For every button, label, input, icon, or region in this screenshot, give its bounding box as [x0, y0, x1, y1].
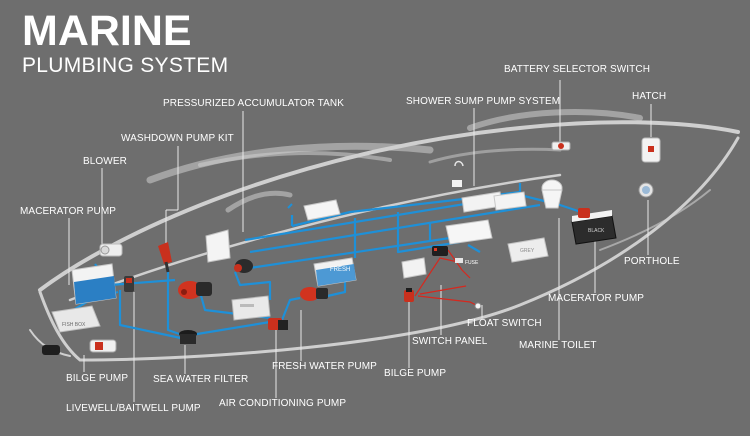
cabin-box: [401, 257, 427, 279]
bilge-pump-right-unit: [404, 288, 414, 302]
fuse-mark: FUSE: [465, 260, 479, 266]
marine-toilet-unit: [541, 179, 563, 209]
switch-panel-unit: [432, 246, 448, 256]
porthole-unit: [638, 182, 654, 198]
label-fresh-water-pump: FRESH WATER PUMP: [272, 361, 377, 372]
label-macerator-pump-right: MACERATOR PUMP: [548, 293, 645, 304]
fresh-water-pump-unit: [300, 287, 328, 301]
bilge-pump-left-unit: [42, 345, 60, 355]
label-livewell-baitwell-pump: LIVEWELL/BAITWELL PUMP: [66, 403, 201, 414]
accumulator-pump-unit: [234, 259, 253, 273]
label-battery-selector-switch: BATTERY SELECTOR SWITCH: [504, 64, 651, 75]
macerator-pump-right-unit: [578, 208, 590, 218]
washdown-hose-nozzle: [158, 242, 172, 273]
blower-unit: [99, 243, 123, 257]
label-bilge-pump-right: BILGE PUMP: [384, 368, 447, 379]
black-tank-mark: BLACK: [588, 228, 605, 234]
livewell-tank: [71, 263, 117, 305]
black-water-tank: [571, 210, 617, 245]
fresh-tank-mark: FRESH: [330, 267, 351, 273]
air-conditioning-pump-unit: [268, 318, 288, 330]
label-pressurized-accumulator-tank: PRESSURIZED ACCUMULATOR TANK: [163, 98, 344, 109]
galley-sink: [287, 199, 341, 221]
label-washdown-pump-kit: WASHDOWN PUMP KIT: [121, 133, 234, 144]
float-switch-unit: [474, 302, 482, 310]
fresh-water-tank: [313, 257, 357, 287]
fish-box-mark: FISH BOX: [62, 322, 86, 328]
label-blower: BLOWER: [83, 156, 127, 167]
head-sink: [445, 219, 493, 245]
title-sub: PLUMBING SYSTEM: [22, 54, 229, 77]
grey-tank-mark: GREY: [520, 248, 535, 254]
washdown-pump-unit: [178, 281, 212, 299]
label-macerator-pump-left: MACERATOR PUMP: [20, 206, 117, 217]
hatch-unit: [641, 137, 661, 163]
label-marine-toilet: MARINE TOILET: [519, 340, 597, 351]
electric-wires: [414, 249, 479, 307]
sea-water-filter-unit: [179, 330, 197, 344]
accumulator-tank: [205, 229, 231, 263]
air-conditioning-unit: [231, 295, 271, 321]
label-switch-panel: SWITCH PANEL: [412, 336, 488, 347]
boat-hull: [29, 109, 740, 362]
title-main: MARINE: [22, 7, 192, 55]
fuse-unit: [455, 258, 463, 263]
macerator-pump-left-unit: [124, 276, 134, 292]
battery-selector-switch-unit: [551, 141, 571, 151]
fish-box-tank: [51, 305, 101, 333]
label-shower-sump-pump-system: SHOWER SUMP PUMP SYSTEM: [406, 96, 561, 107]
leader-lines: [68, 80, 652, 402]
label-bilge-pump-left: BILGE PUMP: [66, 373, 129, 384]
label-porthole: PORTHOLE: [624, 256, 680, 267]
grey-water-tank: [507, 237, 549, 263]
label-sea-water-filter: SEA WATER FILTER: [153, 374, 249, 385]
label-hatch: HATCH: [632, 91, 667, 102]
label-air-conditioning-pump: AIR CONDITIONING PUMP: [219, 398, 347, 409]
label-float-switch: FLOAT SWITCH: [467, 318, 542, 329]
livewell-pump-unit: [89, 339, 117, 353]
shower-fixture: [452, 160, 527, 213]
